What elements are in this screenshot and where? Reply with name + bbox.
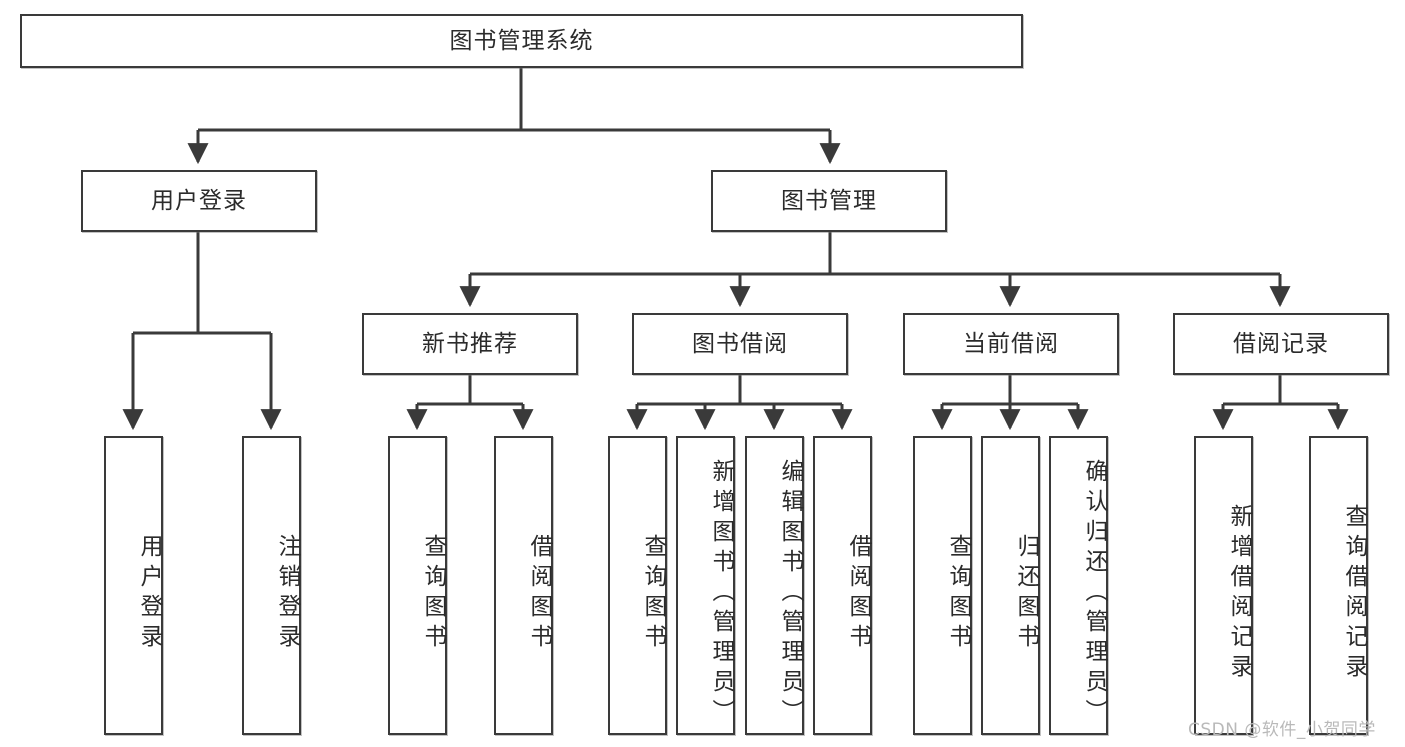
leaf-user-login[interactable]: 用户登录 xyxy=(104,436,163,735)
leaf-borrow-book-1[interactable]: 借阅图书 xyxy=(494,436,553,735)
leaf-confirm-return-label: 确认归还（管理员） xyxy=(1081,458,1107,729)
node-book-manage[interactable]: 图书管理 xyxy=(711,170,947,232)
leaf-query-record[interactable]: 查询借阅记录 xyxy=(1309,436,1368,735)
leaf-user-login-label: 用户登录 xyxy=(136,533,162,654)
leaf-borrow-book-2-label: 借阅图书 xyxy=(845,533,871,654)
leaf-query-book-2-label: 查询图书 xyxy=(640,533,666,654)
node-borrow-record-label: 借阅记录 xyxy=(1233,330,1329,357)
leaf-query-book-3-label: 查询图书 xyxy=(945,533,971,654)
leaf-query-record-label: 查询借阅记录 xyxy=(1341,503,1367,684)
leaf-logout-label: 注销登录 xyxy=(274,533,300,654)
leaf-logout[interactable]: 注销登录 xyxy=(242,436,301,735)
node-book-borrow-label: 图书借阅 xyxy=(692,330,788,357)
node-user-login-label: 用户登录 xyxy=(151,187,247,214)
leaf-edit-book[interactable]: 编辑图书（管理员） xyxy=(745,436,804,735)
leaf-add-book[interactable]: 新增图书（管理员） xyxy=(676,436,735,735)
leaf-return-book[interactable]: 归还图书 xyxy=(981,436,1040,735)
leaf-add-record[interactable]: 新增借阅记录 xyxy=(1194,436,1253,735)
leaf-confirm-return[interactable]: 确认归还（管理员） xyxy=(1049,436,1108,735)
node-new-book-rec[interactable]: 新书推荐 xyxy=(362,313,578,375)
leaf-query-book-2[interactable]: 查询图书 xyxy=(608,436,667,735)
leaf-query-book-1-label: 查询图书 xyxy=(420,533,446,654)
node-borrow-record[interactable]: 借阅记录 xyxy=(1173,313,1389,375)
node-book-borrow[interactable]: 图书借阅 xyxy=(632,313,848,375)
node-root-label: 图书管理系统 xyxy=(449,27,594,54)
leaf-add-book-label: 新增图书（管理员） xyxy=(708,458,734,729)
leaf-query-book-1[interactable]: 查询图书 xyxy=(388,436,447,735)
node-current-borrow-label: 当前借阅 xyxy=(963,330,1059,357)
node-root[interactable]: 图书管理系统 xyxy=(20,14,1023,68)
leaf-return-book-label: 归还图书 xyxy=(1013,533,1039,654)
leaf-borrow-book-1-label: 借阅图书 xyxy=(526,533,552,654)
leaf-add-record-label: 新增借阅记录 xyxy=(1226,503,1252,684)
node-book-manage-label: 图书管理 xyxy=(781,187,877,214)
leaf-query-book-3[interactable]: 查询图书 xyxy=(913,436,972,735)
node-new-book-rec-label: 新书推荐 xyxy=(422,330,518,357)
leaf-borrow-book-2[interactable]: 借阅图书 xyxy=(813,436,872,735)
node-current-borrow[interactable]: 当前借阅 xyxy=(903,313,1119,375)
leaf-edit-book-label: 编辑图书（管理员） xyxy=(777,458,803,729)
node-user-login[interactable]: 用户登录 xyxy=(81,170,317,232)
